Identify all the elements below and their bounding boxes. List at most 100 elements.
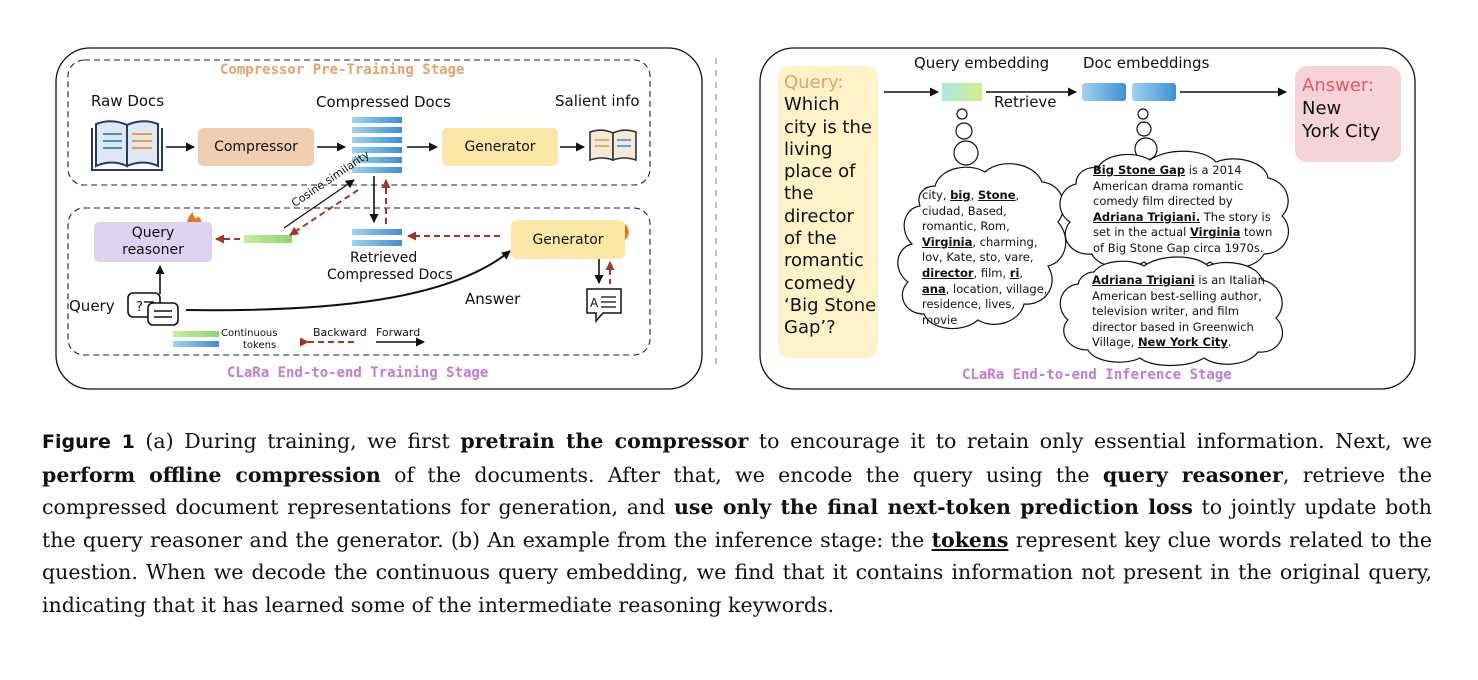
doc-text: town [1240,225,1273,240]
query-line: the [784,183,814,205]
token-line: lov, Kate, sto, vare, [922,250,1034,265]
query-line: ‘Big Stone [784,294,877,316]
legend-continuous-line1: Continuous [221,328,278,339]
doc-key: Adriana Trigiani [1092,273,1195,287]
doc-key: Big Stone Gap [1093,163,1186,177]
salient-info-label: Salient info [555,92,640,110]
figure-graphics: ? A [55,47,1416,390]
token: , location, village, [945,281,1048,296]
retrieved-label-line1: Retrieved [350,250,418,266]
figure-caption: Figure 1 (a) During training, we first p… [42,425,1432,621]
caption-text: to encourage it to retain only essential… [748,429,1432,453]
salient-info-book-icon [589,129,637,162]
doc-text: The story is [1200,209,1271,224]
pretrain-stage-box [67,59,651,186]
query-reasoner-line1: Query [131,225,175,241]
raw-docs-book-icon [91,120,163,171]
query-reasoner-box: Query reasoner [94,222,212,262]
token: , film, [973,265,1010,280]
token-key: Virginia [922,234,973,249]
generator-bottom-label: Generator [532,231,604,248]
query-embedding-label: Query embedding [914,54,1050,72]
answer-label: Answer [465,290,521,308]
inference-stage-label: CLaRa End-to-end Inference Stage [962,367,1232,383]
retrieved-label-line2: Compressed Docs [327,267,453,283]
svg-text:A: A [590,296,599,310]
training-stage-box [67,207,651,356]
query-reasoner-line2: reasoner [122,242,184,258]
caption-bold: use only the final next-token prediction… [674,495,1193,519]
query-text-block: Query: Which city is the living place of… [784,72,876,340]
doc-text: set in the actual [1093,225,1190,240]
legend-forward-label: Forward [376,326,421,339]
token-cloud [897,163,1067,330]
doc-embedding-bar-1 [1082,83,1126,101]
doc-line: television writer, and film [1092,304,1239,319]
token-line: residence, lives, [922,297,1016,312]
token-key: Stone [977,188,1016,202]
doc-line: American drama romantic [1093,178,1244,193]
doc-line: of Big Stone Gap circa 1970s. [1093,240,1264,255]
query-line: of the [784,228,837,250]
caption-bold: query reasoner [1102,462,1283,487]
query-line: director [784,205,854,227]
caption-text: represent key clue words related to the … [42,527,1433,617]
query-line: romantic [784,250,864,272]
generator-bottom-box: Generator [511,220,625,259]
query-title: Query: [784,72,844,93]
query-embedding-bar [942,83,982,101]
doc-text: . [1227,335,1232,350]
compressed-docs-label: Compressed Docs [316,93,451,111]
doc-embedding-bar-2 [1132,83,1176,101]
compressor-label: Compressor [214,139,298,155]
caption-text: to jointly update both the query reasone… [42,495,1432,552]
query-line: comedy [784,272,856,294]
retrieve-label: Retrieve [994,93,1057,111]
doc-line: American best-selling author, [1092,288,1262,303]
token-key: director [922,265,974,280]
doc-key: New York City [1137,335,1228,350]
caption-text: , retrieve the compressed document repre… [42,462,1432,520]
query-line: living [784,138,833,160]
token-key: ri [1009,265,1020,280]
query-chat-icon: ? [127,292,179,326]
answer-chat-icon: A [586,288,622,323]
token-line: romantic, Rom, [922,219,1010,234]
legend-continuous-line2: tokens [243,340,277,351]
right-outer-panel [759,47,1416,390]
token: , [970,188,978,202]
query-line: Which [784,94,840,116]
retrieved-docs-stack-icon [352,229,402,246]
doc-embeddings-label: Doc embeddings [1083,54,1210,72]
token: , charming, [972,234,1038,249]
doc-line: comedy film directed by [1093,194,1233,209]
token: , [1015,188,1020,202]
doc-line: director based in Greenwich [1092,319,1254,334]
token-key: ana [922,281,946,296]
answer-line2: York City [1302,121,1381,142]
caption-text: (a) During training, we first [134,429,461,453]
query-label: Query [69,297,115,315]
figure-number: Figure 1 [42,431,135,453]
doc-text: Village, [1092,335,1138,350]
answer-title: Answer: [1302,75,1375,96]
doc-key: Virginia [1189,225,1241,240]
caption-bold: perform offline compression [42,462,381,487]
token: , [1019,265,1024,280]
left-outer-panel [55,47,703,390]
answer-panel: Answer: New York City [1295,66,1401,162]
raw-docs-label: Raw Docs [91,92,165,110]
answer-text-block: Answer: New York City [1302,74,1380,143]
compressor-box: Compressor [198,128,314,166]
doc-cloud-1-text: Big Stone Gap is a 2014 American drama r… [1093,163,1272,257]
token-cloud-text: city, big, Stone, ciudad, Based, romanti… [922,188,1047,328]
figure-panel: ? A [55,47,1416,390]
pretrain-stage-label: Compressor Pre-Training Stage [220,62,465,78]
doc-text: is an Italian [1194,273,1265,287]
doc-text: is a 2014 [1185,163,1242,177]
token-line: ciudad, Based, [922,203,1007,218]
token-key: big [950,188,971,202]
token: city, [922,188,951,202]
token-line: movie [922,312,958,327]
query-line: Gap’? [784,317,836,339]
